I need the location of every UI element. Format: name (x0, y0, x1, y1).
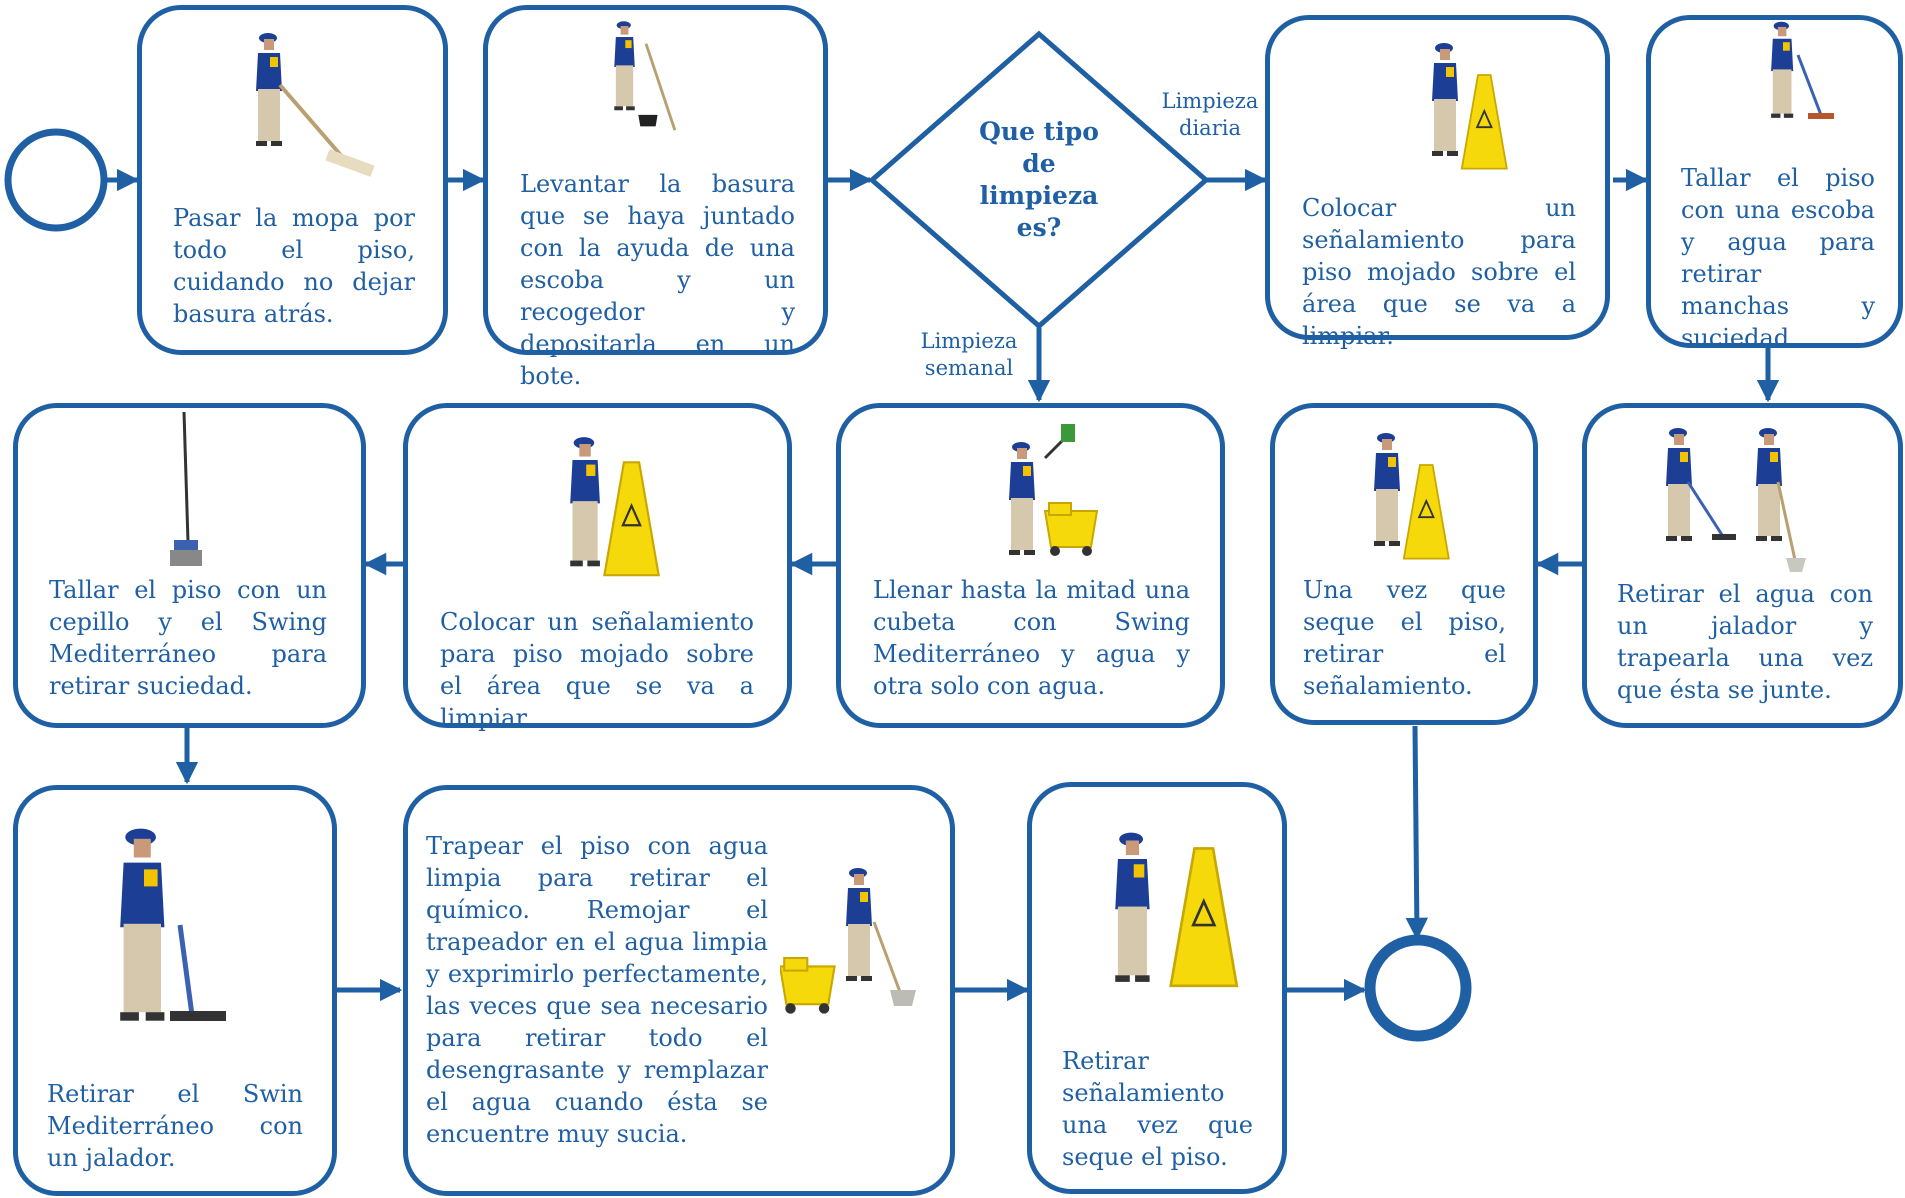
connectors (100, 168, 1780, 1002)
step-retirar-swing-text: Retirar el Swin Mediterráneo con un jala… (47, 1080, 303, 1172)
end-event (1364, 934, 1472, 1042)
decision-diamond (868, 30, 1210, 330)
branch-label-daily: Limpieza diaria (1161, 89, 1259, 140)
step-llenar-cubeta-text: Llenar hasta la mitad una cubeta con Swi… (873, 576, 1190, 700)
worker-wet-floor-sign-icon (1374, 433, 1450, 560)
step-mopa-box (137, 5, 448, 355)
step-tallar-cepillo-box (13, 403, 366, 728)
step-retirar-senal-diaria-text: Una vez que seque el piso, retirar el se… (1303, 576, 1506, 700)
worker-squeegee-mop-icon (1666, 428, 1806, 572)
step-retirar-senal-semanal-box (1027, 782, 1287, 1194)
step-mopa-text: Pasar la mopa por todo el piso, cuidando… (173, 204, 415, 328)
worker-wet-floor-sign-icon (1432, 43, 1508, 170)
branch-label-weekly: Limpieza semanal (920, 329, 1018, 380)
scrub-brush-icon (170, 411, 202, 566)
worker-mop-bucket-icon (780, 868, 916, 1015)
step-basura-box (483, 5, 828, 355)
worker-fill-bucket-icon (1009, 424, 1098, 557)
step-tallar-cepillo-text: Tallar el piso con un cepillo y el Swing… (49, 576, 327, 700)
step-retirar-swing-box (13, 785, 337, 1196)
step-retirar-agua-box (1582, 403, 1903, 728)
step-retirar-senal-semanal-text: Retirar señalamiento una vez que seque e… (1062, 1047, 1253, 1171)
step-senal-semanal-text: Colocar un señalamiento para piso mojado… (440, 608, 754, 732)
worker-dust-mop-icon (256, 33, 375, 177)
step-trapear-box (403, 785, 955, 1196)
decision-question: Que tipo de limpieza es? (979, 117, 1099, 242)
worker-wet-floor-sign-icon (1115, 832, 1239, 988)
step-retirar-agua-text: Retirar el agua con un jalador y trapear… (1617, 580, 1873, 704)
step-senal-diaria-text: Colocar un señalamiento para piso mojado… (1302, 194, 1576, 350)
worker-broom-dustpan-icon (614, 21, 677, 131)
step-trapear-text: Trapear el piso con agua limpia para ret… (426, 832, 768, 1148)
start-event (4, 128, 108, 232)
step-retirar-senal-diaria-box (1270, 403, 1538, 725)
worker-scrub-broom-icon (1771, 21, 1834, 119)
step-tallar-escoba-text: Tallar el piso con una escoba y agua par… (1681, 164, 1875, 352)
worker-squeegee-icon (120, 828, 226, 1021)
worker-wet-floor-sign-icon (570, 437, 660, 577)
step-basura-text: Levantar la basura que se haya juntado c… (520, 170, 795, 390)
step-llenar-cubeta-box (836, 403, 1225, 728)
